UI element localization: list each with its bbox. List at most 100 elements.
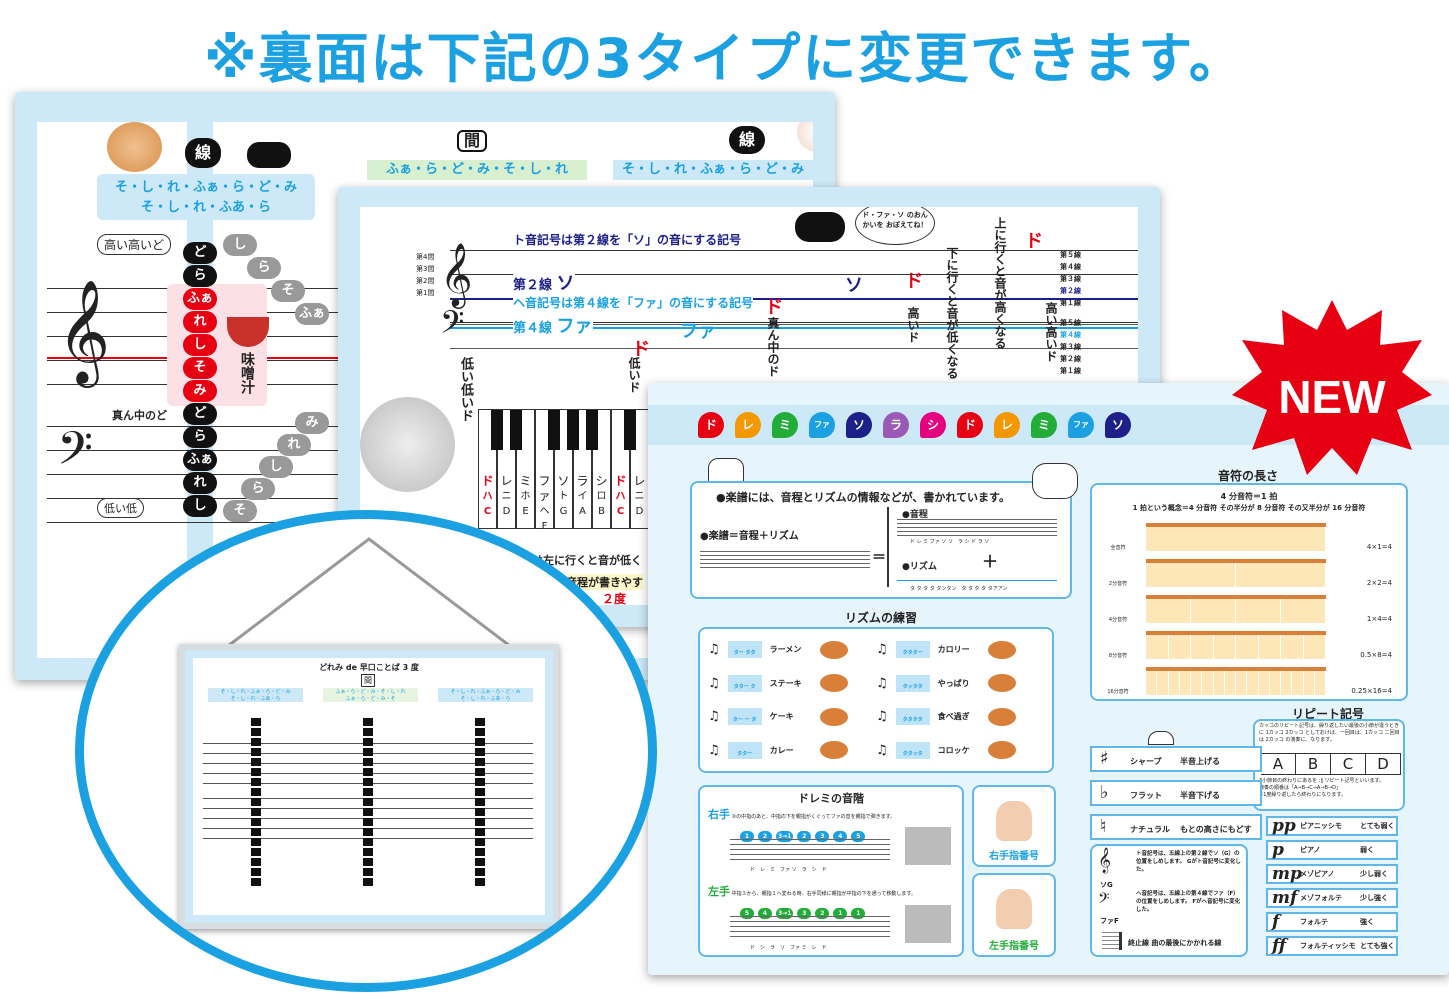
length-segment	[1236, 599, 1281, 623]
dynamic-symbol: ff	[1272, 936, 1287, 956]
key-iroha: ハ	[482, 491, 493, 502]
equals-sign: ＝	[872, 550, 886, 566]
rhythm-notation-icon: ♫	[708, 642, 720, 658]
space-label: 間	[457, 130, 487, 152]
key-letter: G	[559, 506, 568, 517]
title-de: de	[375, 97, 400, 117]
note-name: 8分音符	[1108, 653, 1128, 659]
space-label: 第4間	[416, 253, 435, 261]
accidental-desc: 半音上げる	[1180, 757, 1220, 766]
length-bar	[1146, 631, 1326, 659]
bass-line-text: 第４線	[513, 321, 553, 336]
rhythm-word: コロッケ	[937, 745, 970, 755]
length-bar	[1146, 595, 1326, 623]
left-finger-number: 5	[740, 908, 754, 919]
dynamic-symbol: mp	[1272, 864, 1302, 884]
right-hand-text: ③の中指のあと、中指の下を親指がくぐってファの音を親指で弾きます。	[731, 814, 896, 820]
intro-box: ●楽譜には、音程とリズムの情報などが、書かれています。 ●楽譜＝音程＋リズム ＝…	[690, 481, 1072, 599]
final-barline-text: 終止線 曲の最後にかかれる線	[1128, 939, 1222, 947]
rhythm-syllables: タター タ	[727, 674, 762, 692]
left-hand-fingering-label: 左手指番号	[989, 941, 1039, 952]
treble-line-labels: 第５線 第４線 第３線 第２線 第１線 第５線 第４線 第３線 第２線 第１線	[1060, 249, 1081, 377]
length-equation: 1×4=4	[1366, 615, 1392, 623]
phrase-1: そ・し・れ・ふぁ・ら・ど・み	[114, 180, 297, 195]
key-iroha: ハ	[615, 491, 626, 502]
left-finger-number: 1	[833, 908, 848, 919]
dynamic-symbol: p	[1272, 840, 1284, 860]
note-length-line2: 1 拍という概念＝4 分音符 その半分が 8 分音符 その又半分が 16 分音符	[1132, 504, 1366, 512]
length-bar	[1146, 559, 1326, 587]
rhythm-grid: ♫ター タタラーメン♫タタターカロリー♫タター タステーキ♫タッタタやっぱり♫タ…	[700, 629, 1052, 771]
rhythm-item: ♫タター タステーキ	[708, 667, 876, 701]
right-finger-number: 3→1	[776, 831, 794, 842]
food-illustration	[819, 674, 848, 693]
length-bar	[1146, 523, 1326, 551]
key-letter: F	[541, 521, 548, 532]
key-letter: C	[616, 506, 625, 517]
mini-phrase: そ・し・れ・ふあ・ら	[460, 696, 511, 702]
rhythm-item: ♫タタターカロリー	[876, 633, 1044, 667]
bass-clef-icon: 𝄢	[57, 422, 94, 487]
note-pill: そ	[183, 357, 217, 379]
high-high-do-note: ド	[1025, 231, 1043, 252]
treble-line-text: 第２線	[513, 278, 553, 293]
note-pill: ら	[183, 265, 217, 287]
length-segment	[1180, 671, 1191, 695]
key-iroha: ロ	[596, 491, 607, 502]
right-hand-row: 右手 ③の中指のあと、中指の下を親指がくぐってファの音を親指で弾きます。	[708, 806, 895, 822]
qr-code-icon[interactable]	[1032, 463, 1078, 499]
low-do-note: ド	[632, 339, 650, 360]
repeat-description: カッコのリピート記号は、繰り返したい最後の小節が違うときに 1カッコ 2カッコ …	[1259, 723, 1400, 743]
black-key	[567, 410, 579, 450]
left-hand-icon	[996, 889, 1032, 929]
colored-note: レ	[994, 412, 1031, 438]
mini-whiteboard: どれみ de 早口ことば 3 度 間 そ・し・れ・ふぁ・ら・ど・みそ・し・れ・ふ…	[179, 644, 559, 929]
kitten-photo	[360, 397, 455, 492]
rhythm-syllables: タタッタ	[895, 741, 930, 759]
note-pill: れ	[183, 472, 217, 494]
black-cat-icon	[795, 212, 845, 242]
colored-note-label: ソ	[846, 412, 872, 438]
food-illustration	[819, 707, 848, 726]
bass-clef-icon: 𝄢	[440, 304, 465, 348]
dynamic-desc: とても強く	[1360, 942, 1395, 950]
mini-phrase-left: そ・し・れ・ふぁ・ら・ど・みそ・し・れ・ふあ・ら	[208, 688, 303, 702]
left-hand-text: 中指３から、親指１へ変わる時、右手同様に親指が中指の下を通って移動します。	[731, 891, 916, 897]
mini-phrase-right: そ・し・れ・ふぁ・ら・ど・みそ・し・れ・ふあ・ら	[438, 688, 533, 702]
high-do-label: 高いド	[906, 307, 920, 343]
length-segment	[1304, 671, 1315, 695]
length-equation: 4×1=4	[1366, 543, 1392, 551]
hand-photo	[905, 905, 951, 943]
length-segment	[1146, 635, 1169, 659]
mini-phrase: ふぁ・ら・ど・み・そ・し・れ	[335, 689, 406, 695]
line-label: 線	[185, 138, 221, 168]
accidental-row: ♮ナチュラルもとの高さにもどす	[1090, 814, 1262, 840]
length-segment	[1191, 599, 1236, 623]
line-label: 第２線	[1060, 355, 1081, 363]
left-hand-row: 左手 中指３から、親指１へ変わる時、右手同様に親指が中指の下を通って移動します。	[708, 883, 916, 899]
plus-sign: ＋	[982, 552, 999, 571]
colored-note-label: レ	[994, 412, 1020, 438]
intro-title: ●楽譜には、音程とリズムの情報などが、書かれています。	[716, 491, 1010, 504]
treble-note: ソ	[556, 273, 575, 294]
mini-title: どれみ de 早口ことば 3 度	[319, 663, 419, 672]
mini-note-column-left	[251, 718, 261, 888]
line-label: 第５線	[1060, 319, 1081, 327]
note-pill: ら	[183, 426, 217, 448]
new-badge: NEW	[1232, 300, 1432, 475]
black-key	[624, 410, 636, 450]
note-pill: れ	[183, 311, 217, 333]
line-label-right: 線	[729, 126, 765, 154]
gray-note-pill: れ	[277, 434, 311, 456]
mini-phrase: そ・し・れ・ふぁ・ら・ど・み	[220, 689, 291, 695]
note-pill: ど	[183, 403, 217, 425]
length-segment	[1259, 671, 1270, 695]
low-do-label: 低いド	[627, 357, 641, 393]
length-segment	[1191, 635, 1214, 659]
bass-clef-text: ヘ音記号は、五線上の第４線でファ（F）の位置をしめします。 Fがヘ音記号に変化し…	[1136, 891, 1241, 913]
left-finger-number: 2	[815, 908, 830, 919]
mini-space-label: 間	[361, 674, 375, 687]
colored-note: ド	[957, 412, 994, 438]
